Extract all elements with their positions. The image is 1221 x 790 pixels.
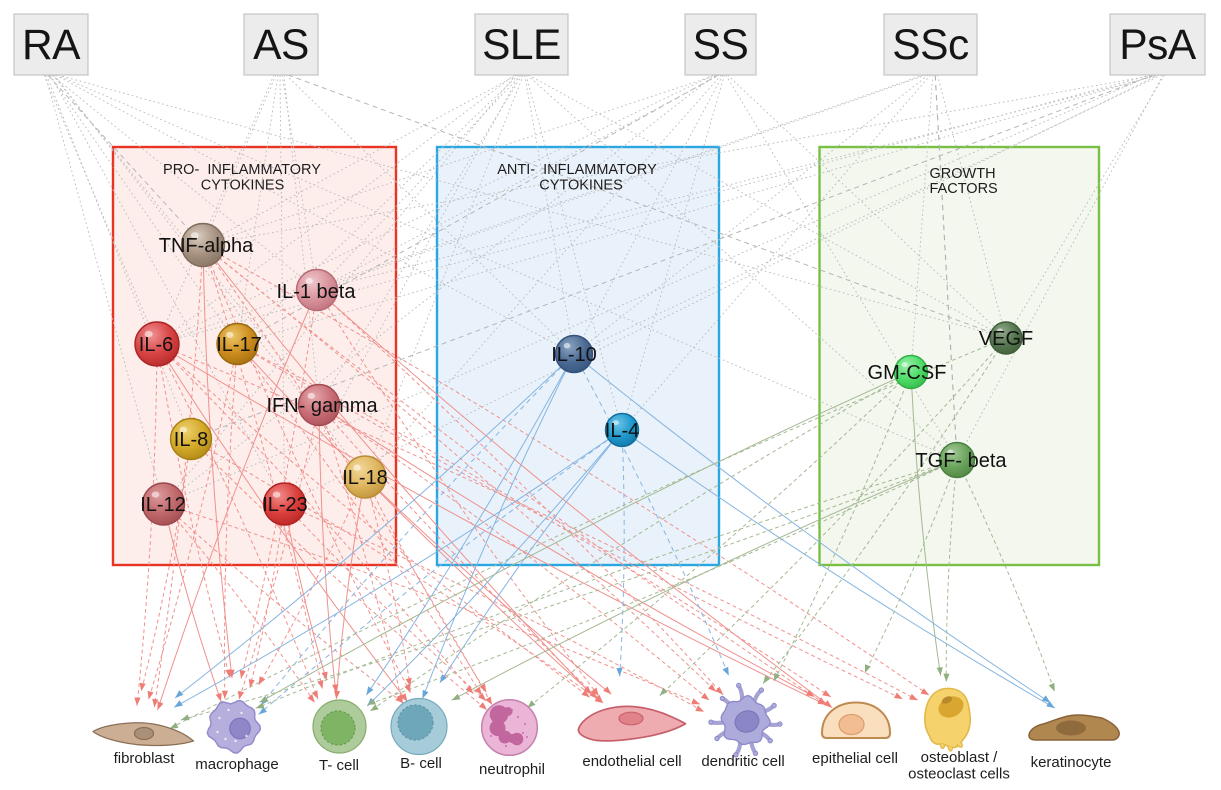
svg-text:IL-12: IL-12 <box>140 494 186 516</box>
svg-text:IL-8: IL-8 <box>174 429 208 451</box>
svg-text:GROWTH: GROWTH <box>930 166 996 182</box>
svg-text:CYTOKINES: CYTOKINES <box>201 178 285 194</box>
svg-text:FACTORS: FACTORS <box>930 181 998 197</box>
svg-text:VEGF: VEGF <box>979 328 1033 350</box>
svg-text:IL-18: IL-18 <box>342 467 388 489</box>
svg-text:endothelial cell: endothelial cell <box>582 753 681 770</box>
svg-text:ANTI- INFLAMMATORY: ANTI- INFLAMMATORY <box>497 162 657 178</box>
svg-text:IL-23: IL-23 <box>262 494 308 516</box>
svg-text:macrophage: macrophage <box>195 756 278 773</box>
svg-text:B- cell: B- cell <box>400 755 442 772</box>
svg-text:dendritic cell: dendritic cell <box>701 753 784 770</box>
svg-text:osteoclast cells: osteoclast cells <box>908 766 1010 783</box>
svg-text:RA: RA <box>22 22 81 69</box>
svg-text:IL-4: IL-4 <box>605 420 639 442</box>
svg-text:AS: AS <box>253 22 309 69</box>
svg-text:epithelial cell: epithelial cell <box>812 750 898 767</box>
svg-text:fibroblast: fibroblast <box>114 750 176 767</box>
svg-text:IL-1 beta: IL-1 beta <box>277 281 357 303</box>
svg-text:IL-6: IL-6 <box>139 334 173 356</box>
svg-text:SLE: SLE <box>482 22 561 69</box>
svg-text:T- cell: T- cell <box>319 757 359 774</box>
svg-text:PsA: PsA <box>1119 22 1197 69</box>
svg-text:neutrophil: neutrophil <box>479 761 545 778</box>
svg-text:TNF-alpha: TNF-alpha <box>159 235 254 257</box>
svg-text:IFN- gamma: IFN- gamma <box>266 395 378 417</box>
svg-text:CYTOKINES: CYTOKINES <box>539 178 623 194</box>
svg-text:TGF- beta: TGF- beta <box>915 450 1007 472</box>
svg-text:keratinocyte: keratinocyte <box>1031 754 1112 771</box>
svg-text:PRO- INFLAMMATORY: PRO- INFLAMMATORY <box>163 162 321 178</box>
svg-text:IL-17: IL-17 <box>216 334 262 356</box>
svg-text:SSc: SSc <box>892 22 969 69</box>
svg-text:IL-10: IL-10 <box>551 344 597 366</box>
svg-text:SS: SS <box>693 22 749 69</box>
svg-text:GM-CSF: GM-CSF <box>868 362 947 384</box>
svg-text:osteoblast /: osteoblast / <box>921 749 999 766</box>
